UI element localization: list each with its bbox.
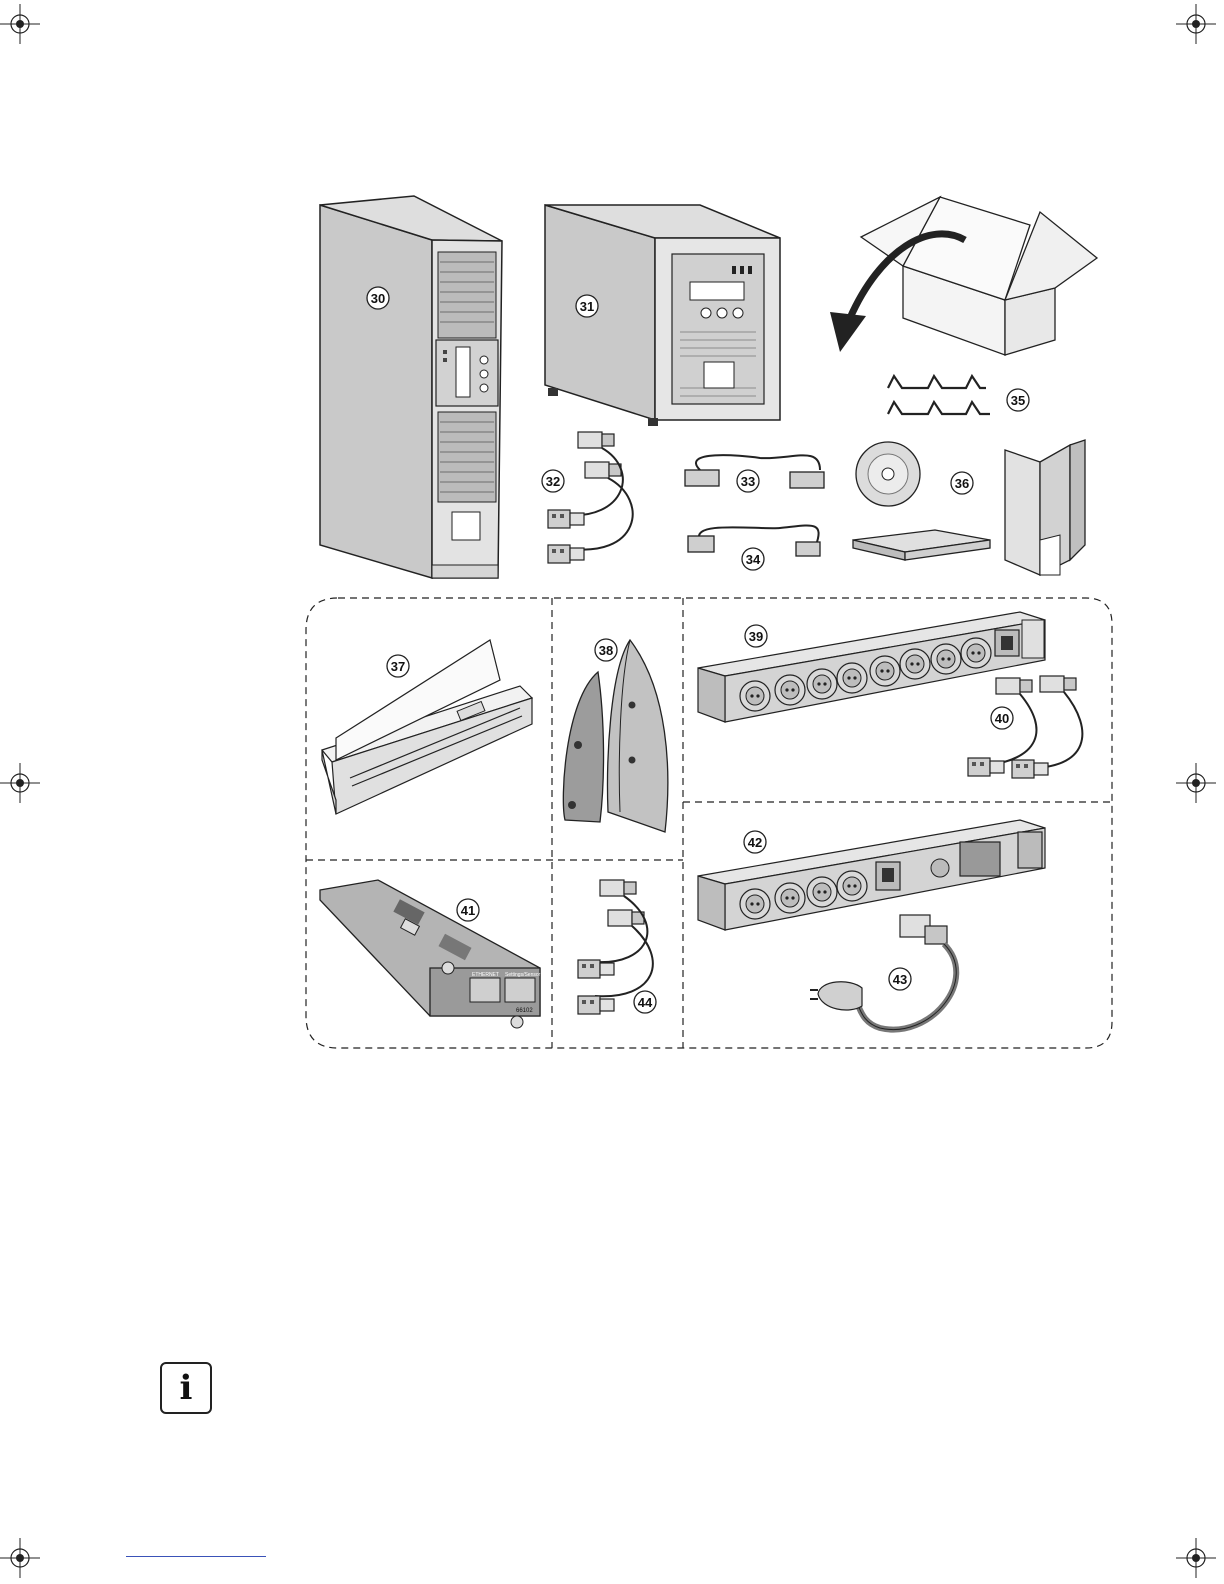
callout-30: 30 bbox=[371, 291, 385, 306]
card-ethernet-label: ETHERNET bbox=[472, 972, 499, 978]
callout-40: 40 bbox=[995, 711, 1009, 726]
footer-link-rule bbox=[126, 1556, 266, 1557]
folded-leaflet bbox=[1005, 440, 1085, 575]
callout-41: 41 bbox=[461, 903, 475, 918]
tower-stands bbox=[563, 640, 667, 832]
callout-36: 36 bbox=[955, 476, 969, 491]
open-box-icon bbox=[830, 197, 1097, 355]
callout-31: 31 bbox=[580, 299, 594, 314]
software-cd bbox=[856, 442, 920, 506]
power-cords bbox=[548, 432, 633, 563]
power-cord-schuko bbox=[810, 915, 956, 1030]
card-model-label: 66102 bbox=[516, 1008, 533, 1014]
user-manual bbox=[853, 530, 990, 560]
callout-37: 37 bbox=[391, 659, 405, 674]
power-cords-b bbox=[968, 676, 1082, 778]
callout-43: 43 bbox=[893, 972, 907, 987]
callout-38: 38 bbox=[599, 643, 613, 658]
info-icon: i bbox=[160, 1362, 212, 1414]
callout-32: 32 bbox=[546, 474, 560, 489]
callout-39: 39 bbox=[749, 629, 763, 644]
network-management-card: ETHERNET Settings/Sensor 66102 bbox=[320, 880, 541, 1028]
rail-kit-box bbox=[322, 640, 532, 814]
rack-brackets bbox=[888, 376, 990, 414]
ups-rack-unit bbox=[320, 196, 502, 578]
callout-44: 44 bbox=[638, 995, 653, 1010]
callout-34: 34 bbox=[746, 552, 761, 567]
callout-33: 33 bbox=[741, 474, 755, 489]
card-settings-label: Settings/Sensor bbox=[505, 972, 541, 978]
callout-42: 42 bbox=[748, 835, 762, 850]
info-glyph: i bbox=[180, 1371, 193, 1405]
callout-35: 35 bbox=[1011, 393, 1025, 408]
ups-tower-unit bbox=[545, 205, 780, 426]
